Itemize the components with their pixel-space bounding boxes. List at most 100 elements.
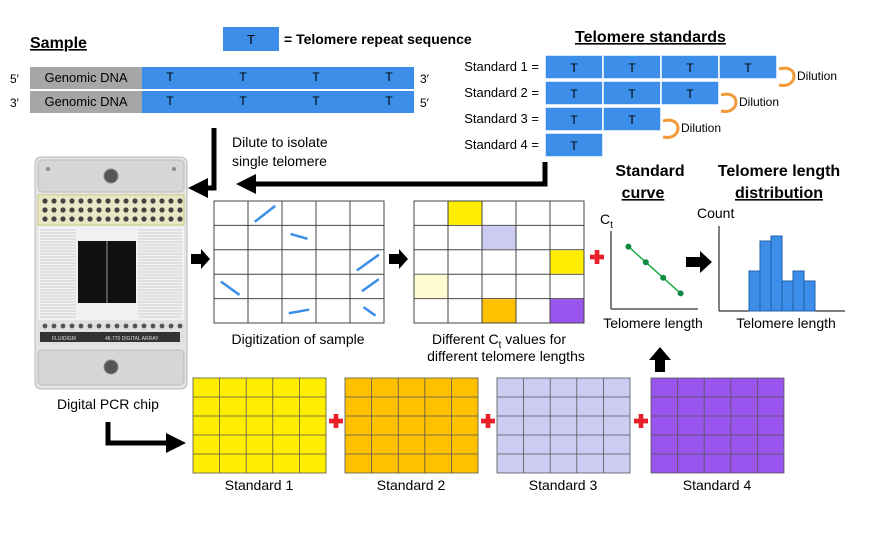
- chip-well: [123, 323, 129, 329]
- length-distribution: Telomere length distribution Count Telom…: [697, 163, 845, 331]
- standard-grids: Standard 1 Standard 2 Standard 3 Standard 4: [192, 377, 785, 493]
- standard-repeat-box: [544, 80, 604, 106]
- chip-well: [60, 207, 66, 213]
- chip-well: [114, 323, 120, 329]
- ct-panel: Different Ct values for different telome…: [413, 200, 585, 364]
- repeat-letter: T: [239, 70, 247, 84]
- grid-frame: [213, 200, 385, 324]
- curve-point: [625, 243, 632, 250]
- dilution-label: Dilution: [797, 69, 837, 83]
- chip-well: [87, 207, 93, 213]
- dilution-label: Dilution: [681, 121, 721, 135]
- chip-well: [114, 207, 120, 213]
- chip-wells-top: [42, 198, 183, 222]
- telomere-fragment: [356, 253, 380, 272]
- curve-fit-line: [627, 246, 682, 294]
- distribution-ylabel: Count: [697, 205, 734, 221]
- distribution-bar: [759, 240, 772, 312]
- standard-row-label: Standard 3 =: [464, 111, 539, 126]
- arrow-sample-to-chip: [188, 128, 217, 198]
- chip-label-strip: [40, 332, 180, 342]
- standard-repeat-letter: T: [570, 139, 578, 153]
- chip-well: [78, 198, 84, 204]
- distribution-bar: [770, 235, 783, 312]
- ct-cell: [448, 201, 482, 225]
- ct-label-post: values for: [501, 331, 566, 347]
- chip-well: [60, 323, 66, 329]
- chip-well: [51, 207, 57, 213]
- chip-well: [114, 216, 120, 222]
- standard-repeat-letter: T: [628, 61, 636, 75]
- repeat-letter: T: [166, 70, 174, 84]
- standard-repeat-box: [544, 54, 604, 80]
- distribution-bar: [803, 280, 816, 312]
- arrow-chip-to-standards: [105, 422, 186, 453]
- standard-repeat-box: [660, 80, 720, 106]
- dilution-bracket: [778, 66, 796, 87]
- standard-grid-label: Standard 3: [529, 477, 598, 493]
- chip-well: [123, 207, 129, 213]
- ct-label-sub: t: [499, 340, 502, 351]
- arrow-curve-to-distribution: [686, 251, 712, 273]
- standard-repeat-letter: T: [744, 61, 752, 75]
- chip-well: [123, 198, 129, 204]
- chip-well: [141, 198, 147, 204]
- standards-title: Telomere standards: [575, 29, 726, 46]
- sample-title: Sample: [30, 35, 87, 52]
- chip-well: [96, 216, 102, 222]
- strand2-genomic-dna: [30, 91, 142, 113]
- standard-repeat-letter: T: [686, 87, 694, 101]
- standard-grid-label: Standard 2: [377, 477, 446, 493]
- chip-well: [159, 198, 165, 204]
- chip-well: [87, 216, 93, 222]
- telomere-fragment: [361, 278, 380, 293]
- standard-row-label: Standard 2 =: [464, 85, 539, 100]
- curve-ylabel: Ct: [600, 211, 613, 231]
- curve-point: [677, 290, 684, 297]
- dilution-bracket: [662, 118, 680, 139]
- chip-well: [168, 216, 174, 222]
- chip-well: [51, 198, 57, 204]
- dilution-bracket: [720, 92, 738, 113]
- chip-well: [69, 216, 75, 222]
- chip-wells-bottom: [42, 323, 183, 329]
- standard-repeat-letter: T: [570, 87, 578, 101]
- standard-repeat-letter: T: [628, 113, 636, 127]
- chip-well: [150, 207, 156, 213]
- standard-grid-2: Standard 2: [344, 377, 479, 493]
- standard-row-label: Standard 4 =: [464, 137, 539, 152]
- standard-repeat-letter: T: [570, 113, 578, 127]
- standard-repeat-letter: T: [686, 61, 694, 75]
- ct-cell: [414, 274, 448, 299]
- chip-well: [105, 198, 111, 204]
- telomere-fragment: [288, 308, 310, 315]
- standard-grid-label: Standard 4: [683, 477, 752, 493]
- chip-well: [168, 207, 174, 213]
- chip-screw: [172, 167, 176, 171]
- strand1-genomic-label: Genomic DNA: [44, 70, 127, 85]
- chip-well: [78, 207, 84, 213]
- curve-ylabel-main: C: [600, 211, 610, 227]
- chip-well: [42, 198, 48, 204]
- chip-well: [141, 207, 147, 213]
- arrow-standards-to-chip: [236, 162, 548, 194]
- chip-screw: [46, 167, 50, 171]
- plus-icon: [329, 414, 343, 428]
- distribution-bars: [748, 235, 816, 312]
- strand2-end-left: 3′: [10, 96, 20, 110]
- standard-grid-label: Standard 1: [225, 477, 294, 493]
- distribution-bar: [792, 270, 805, 312]
- arrow-standards-to-curve: [649, 347, 671, 372]
- telomere-fragment: [220, 280, 241, 296]
- standard-repeat-box: [602, 80, 662, 106]
- distribution-title-line2: distribution: [735, 185, 823, 202]
- arrow-digitization-to-ct: [389, 249, 408, 269]
- strand2-genomic-label: Genomic DNA: [44, 94, 127, 109]
- repeat-letter: T: [385, 94, 393, 108]
- strand1-genomic-dna: [30, 67, 142, 89]
- digitization-grid: [213, 200, 385, 324]
- digital-pcr-chip: FLUIDIGM 48.770 DIGITAL ARRAY Digital PC…: [34, 156, 188, 412]
- chip-well: [159, 207, 165, 213]
- distribution-xlabel: Telomere length: [736, 315, 836, 331]
